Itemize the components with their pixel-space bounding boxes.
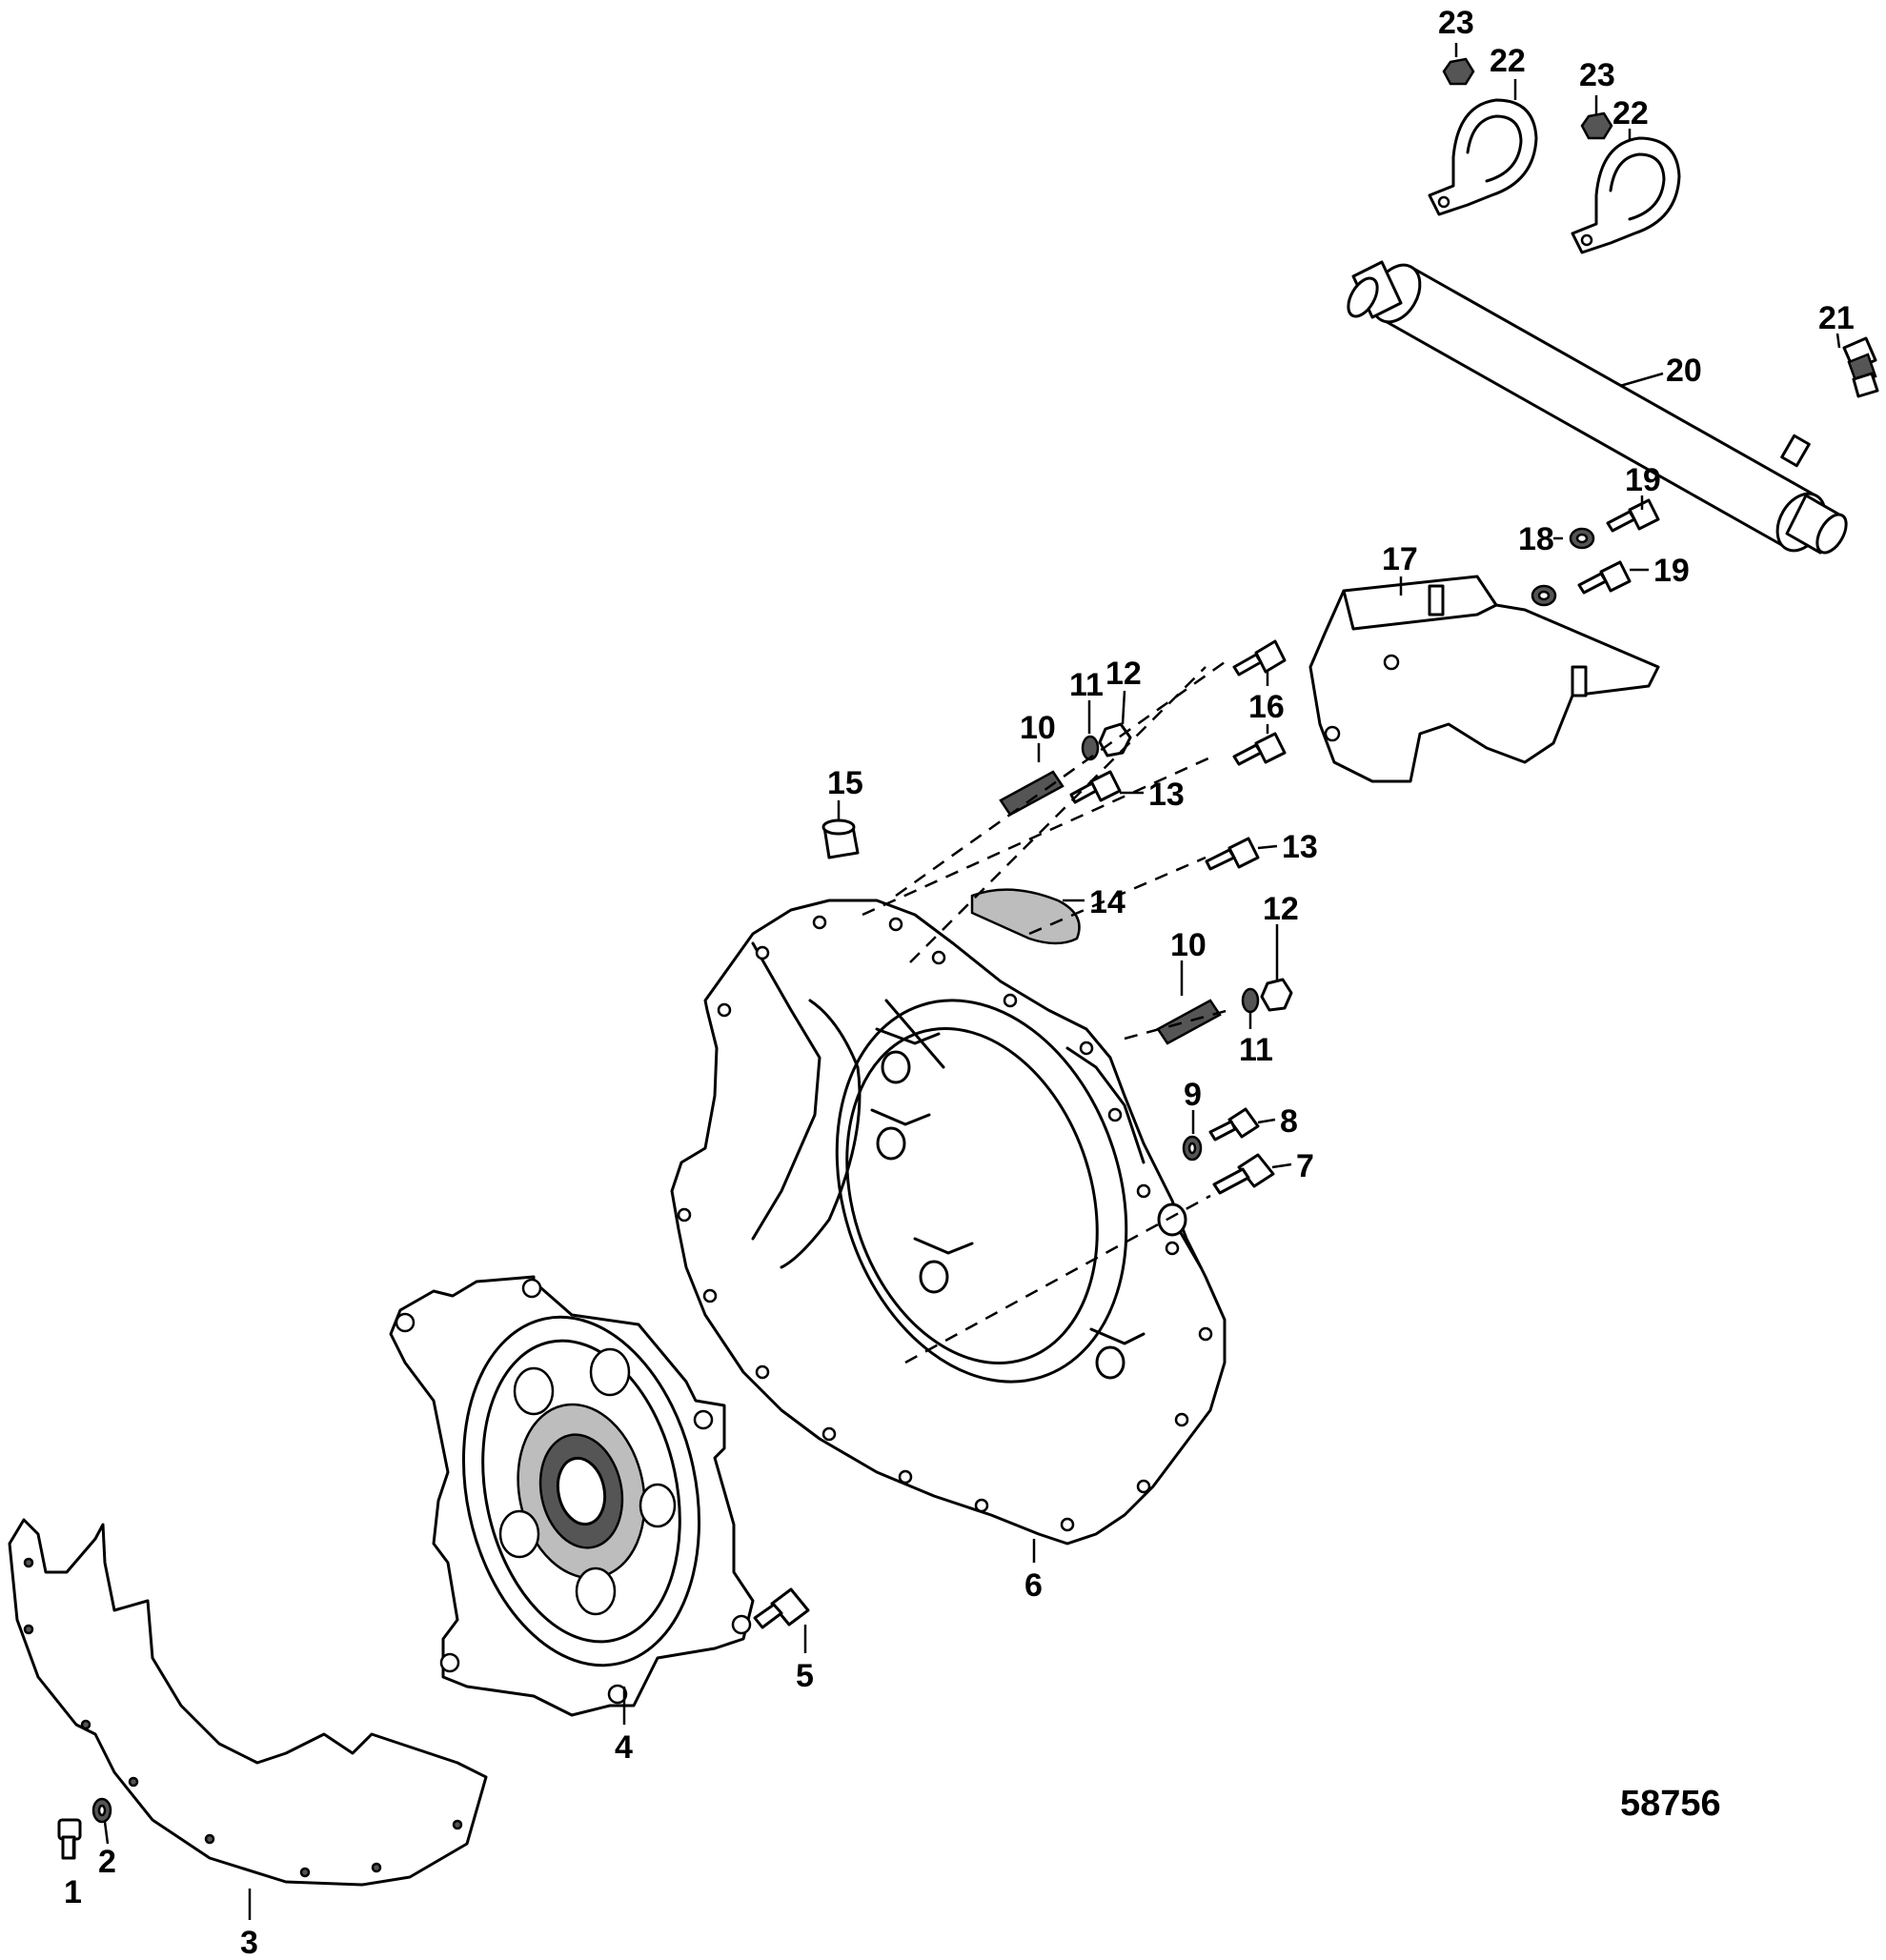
part-9-washer bbox=[1182, 1135, 1203, 1162]
callout-13-upper: 13 bbox=[1148, 777, 1185, 813]
part-10-stud-lower bbox=[1156, 999, 1222, 1045]
part-12-nut-upper bbox=[1098, 722, 1132, 758]
callout-1: 1 bbox=[64, 1874, 82, 1910]
callout-19-lower: 19 bbox=[1653, 553, 1690, 589]
callout-12-lower: 12 bbox=[1263, 891, 1299, 927]
callout-17: 17 bbox=[1382, 541, 1418, 577]
part-18-washer-upper bbox=[1569, 527, 1595, 550]
leader-lines bbox=[71, 43, 1841, 1920]
part-14-gasket bbox=[970, 888, 1081, 945]
callout-23-right: 23 bbox=[1579, 57, 1615, 93]
part-13-bolt-lower bbox=[1205, 837, 1260, 871]
callout-12-upper: 12 bbox=[1105, 656, 1142, 692]
callout-19-upper: 19 bbox=[1625, 462, 1661, 498]
callout-15: 15 bbox=[827, 765, 863, 801]
callout-23-left: 23 bbox=[1438, 5, 1474, 41]
figure-number: 58756 bbox=[1620, 1784, 1721, 1824]
part-17-bracket bbox=[1308, 575, 1660, 783]
callout-14: 14 bbox=[1089, 884, 1126, 920]
callout-8: 8 bbox=[1280, 1103, 1298, 1140]
part-11-washer-upper bbox=[1081, 735, 1100, 761]
part-2-washer bbox=[91, 1797, 112, 1824]
part-11-washer-lower bbox=[1241, 987, 1260, 1014]
callout-21: 21 bbox=[1818, 300, 1855, 336]
callout-6: 6 bbox=[1024, 1567, 1043, 1604]
callout-5: 5 bbox=[796, 1658, 814, 1694]
callout-10-upper: 10 bbox=[1020, 710, 1056, 746]
callout-22-left: 22 bbox=[1490, 43, 1526, 79]
part-19-bolt-upper bbox=[1606, 498, 1660, 533]
callout-2: 2 bbox=[98, 1844, 116, 1880]
callout-4: 4 bbox=[615, 1729, 633, 1766]
part-10-stud-upper bbox=[999, 770, 1065, 817]
alignment-lines bbox=[862, 660, 1230, 1364]
callout-7: 7 bbox=[1296, 1148, 1314, 1184]
part-16-bolt-upper bbox=[1232, 639, 1287, 677]
part-4-drive-coupler bbox=[389, 1275, 755, 1717]
callout-20: 20 bbox=[1666, 353, 1702, 389]
callout-22-right: 22 bbox=[1612, 95, 1649, 131]
part-19-bolt-lower bbox=[1577, 560, 1632, 595]
part-6-flywheel-housing bbox=[670, 899, 1227, 1546]
callout-18: 18 bbox=[1518, 521, 1554, 557]
part-15-plug bbox=[821, 818, 860, 859]
part-22-clamp-right bbox=[1571, 136, 1681, 254]
callout-3: 3 bbox=[240, 1925, 258, 1960]
callout-16: 16 bbox=[1248, 689, 1285, 725]
part-1-screw bbox=[57, 1818, 82, 1860]
part-23-nut-left bbox=[1442, 57, 1475, 86]
part-18-washer-lower bbox=[1531, 584, 1557, 607]
part-8-bolt bbox=[1208, 1107, 1260, 1142]
callout-10-lower: 10 bbox=[1170, 927, 1207, 963]
callout-11-upper: 11 bbox=[1069, 667, 1104, 703]
callout-labels: 1 2 3 4 5 6 7 8 9 10 10 11 11 12 12 13 1… bbox=[64, 5, 1855, 1960]
part-13-bolt-upper bbox=[1069, 770, 1122, 804]
callout-9: 9 bbox=[1184, 1077, 1202, 1113]
part-22-clamp-left bbox=[1428, 98, 1538, 216]
part-12-nut-lower bbox=[1260, 978, 1293, 1012]
callout-11-lower: 11 bbox=[1239, 1032, 1273, 1068]
part-5-bolt bbox=[753, 1587, 810, 1629]
part-16-bolt-lower bbox=[1232, 732, 1287, 766]
part-23-nut-right bbox=[1580, 111, 1613, 140]
part-21-sensor bbox=[1842, 336, 1879, 398]
callout-13-lower: 13 bbox=[1282, 829, 1318, 865]
part-7-bolt bbox=[1212, 1153, 1275, 1195]
part-3-cover-plate bbox=[8, 1518, 488, 1887]
part-20-cooler bbox=[1347, 260, 1848, 555]
